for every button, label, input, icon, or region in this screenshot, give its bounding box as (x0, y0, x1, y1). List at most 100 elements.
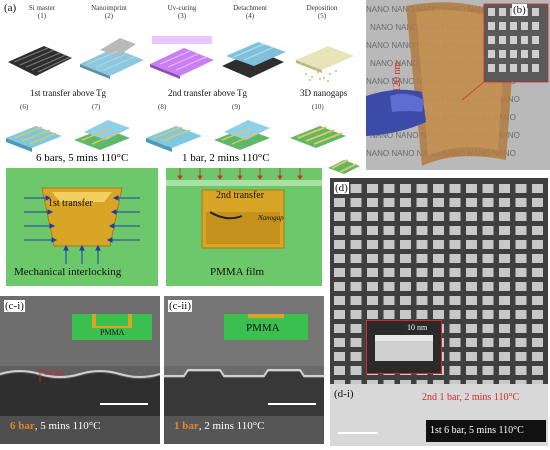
grid-cell (515, 282, 527, 291)
grid-cell (334, 282, 345, 291)
grid-cell (433, 212, 444, 221)
grid-cell (416, 198, 428, 207)
grid-cell (400, 254, 411, 263)
grid-cell (350, 324, 362, 333)
grid-cell (334, 366, 345, 375)
grid-cell (433, 282, 444, 291)
grid-cell (532, 226, 543, 235)
si-master-graphic (8, 46, 72, 76)
panel-c2-pmma-label: PMMA (246, 322, 280, 334)
panel-c1-pmma-label: PMMA (100, 328, 125, 337)
grid-cell (515, 184, 527, 193)
grid-cell (499, 296, 510, 305)
step-3-title: Uv-curing(3) (167, 4, 197, 20)
step-9-num: (9) (232, 103, 241, 111)
grid-cell (350, 282, 362, 291)
panel-d-condition-2: 2nd 1 bar, 2 mins 110°C (422, 392, 520, 403)
grid-cell (449, 352, 461, 361)
grid-cell (350, 268, 362, 277)
grid-cell (416, 226, 428, 235)
panel-c1-inset: PMMA (72, 314, 152, 340)
grid-cell (515, 254, 527, 263)
panel-b-letter: (b) (512, 4, 527, 16)
grid-cell (532, 254, 543, 263)
grid-cell (416, 268, 428, 277)
grid-cell (383, 310, 395, 319)
grid-cell (350, 240, 362, 249)
deposition-graphic (296, 46, 354, 82)
interlocking-schematic: 1st transfer Mechanical interlocking (6, 168, 158, 286)
grid-cell (466, 282, 477, 291)
condition-right: 1 bar, 2 mins 110°C (182, 152, 270, 164)
grid-cell (400, 198, 411, 207)
grid-cell (400, 282, 411, 291)
grid-cell (334, 254, 345, 263)
panel-d-inset: 10 nm (366, 320, 442, 374)
scale-label-120nm: 120 nm (392, 61, 403, 92)
grid-cell (466, 296, 477, 305)
grid-cell (515, 198, 527, 207)
grid-cell (466, 226, 477, 235)
grid-cell (416, 254, 428, 263)
grid-cell (383, 184, 395, 193)
grid-cell (449, 296, 461, 305)
grid-cell (515, 212, 527, 221)
grid-cell (367, 198, 378, 207)
nanogap-label: Nanogap (258, 214, 284, 222)
grid-cell (499, 352, 510, 361)
grid-cell (416, 212, 428, 221)
grid-cell (367, 282, 378, 291)
grid-cell (466, 324, 477, 333)
grid-cell (449, 212, 461, 221)
grid-cell (400, 240, 411, 249)
grid-cell (532, 240, 543, 249)
panel-a-letter: (a) (4, 2, 17, 14)
mechanical-interlocking-caption: Mechanical interlocking (14, 266, 122, 278)
grid-cell (383, 254, 395, 263)
grid-cell (482, 282, 494, 291)
grid-cell (515, 310, 527, 319)
grid-cell (499, 184, 510, 193)
grid-cell (350, 310, 362, 319)
grid-cell (449, 198, 461, 207)
grid-cell (433, 296, 444, 305)
step-5-title: Deposition(5) (306, 4, 338, 20)
grid-cell (383, 198, 395, 207)
panel-c1-sem: (c-i) PMMA 80 nm 6 bar, 5 mins 110°C (0, 296, 160, 444)
grid-cell (367, 184, 378, 193)
grid-cell (400, 212, 411, 221)
grid-cell (482, 366, 494, 375)
panel-d-i-letter: (d-i) (334, 388, 354, 400)
grid-cell (449, 184, 461, 193)
nanogaps-title: 3D nanogaps (300, 88, 348, 98)
grid-cell (482, 240, 494, 249)
step-7-num: (7) (92, 103, 101, 111)
grid-cell (532, 282, 543, 291)
grid-cell (532, 212, 543, 221)
grid-cell (532, 366, 543, 375)
grid-cell (350, 254, 362, 263)
step-6-graphic (6, 126, 62, 152)
step-9-graphic (214, 120, 270, 150)
grid-cell (499, 310, 510, 319)
grid-cell (532, 352, 543, 361)
grid-cell (449, 366, 461, 375)
step-1-title: Si master(1) (28, 4, 56, 20)
grid-cell (499, 268, 510, 277)
panel-d-i-strip: (d-i) 2nd 1 bar, 2 mins 110°C 1st 6 bar,… (330, 384, 548, 446)
grid-cell (367, 310, 378, 319)
grid-cell (433, 198, 444, 207)
grid-cell (515, 366, 527, 375)
pmma-film-caption: PMMA film (210, 266, 265, 278)
grid-cell (449, 324, 461, 333)
grid-cell (449, 240, 461, 249)
grid-cell (350, 338, 362, 347)
panel-d-inset-measure: 10 nm (407, 323, 428, 332)
grid-cell (433, 184, 444, 193)
first-transfer-label: 1st transfer (48, 198, 93, 209)
panel-c1-letter: (c-i) (4, 300, 25, 312)
grid-cell (466, 184, 477, 193)
grid-cell (383, 240, 395, 249)
grid-cell (433, 310, 444, 319)
grid-cell (334, 268, 345, 277)
